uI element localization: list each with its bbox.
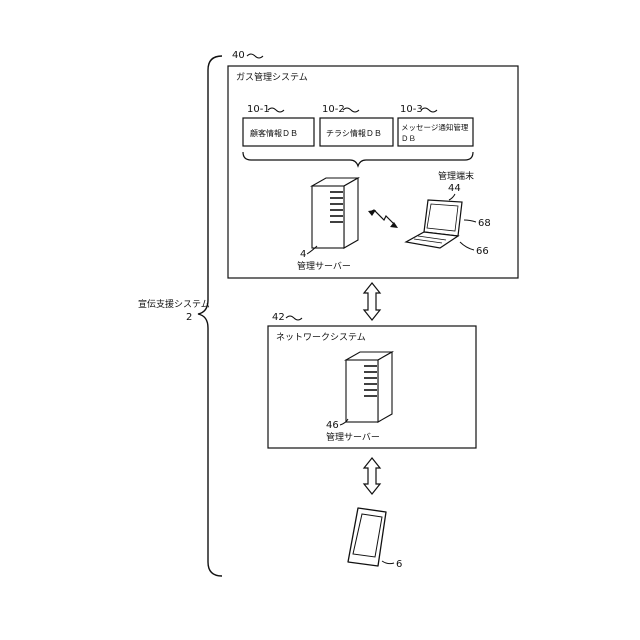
link-arrow-2	[364, 458, 380, 494]
server2-icon	[346, 352, 392, 422]
laptop-icon	[406, 200, 462, 248]
gas-system-number: 40	[232, 50, 245, 61]
link-arrow-1	[364, 283, 380, 320]
db3-label-line2: ＤＢ	[401, 134, 416, 143]
terminal-number: 44	[448, 183, 461, 194]
db3-label-line1: メッセージ通知管理	[401, 122, 469, 132]
db1-leader	[268, 108, 284, 112]
display-leader	[464, 220, 476, 222]
db3-number: 10-3	[400, 104, 423, 115]
phone-number: 6	[396, 559, 402, 570]
gas-system-leader	[247, 54, 263, 58]
keyboard-number: 66	[476, 246, 489, 257]
server1-icon	[312, 178, 358, 248]
network-system-leader	[286, 316, 302, 320]
db2-label: チラシ情報ＤＢ	[326, 128, 382, 138]
gas-system-label: ガス管理システム	[236, 71, 308, 83]
display-number: 68	[478, 218, 491, 229]
server2-number: 46	[326, 420, 339, 431]
db2-number: 10-2	[322, 104, 345, 115]
server1-number: 4	[300, 249, 306, 260]
smartphone-icon	[348, 508, 386, 566]
terminal-label: 管理端末	[438, 170, 474, 182]
network-system-label: ネットワークシステム	[276, 332, 366, 343]
db-group-brace	[243, 152, 473, 166]
db3-leader	[421, 108, 437, 112]
wireless-arrow-head-left	[368, 210, 376, 216]
db1-label: 顧客情報ＤＢ	[250, 128, 298, 138]
wireless-arrow-head-right	[390, 222, 398, 228]
system-brace	[198, 56, 222, 576]
db2-leader	[343, 108, 359, 112]
network-system-number: 42	[272, 312, 285, 323]
db1-number: 10-1	[247, 104, 270, 115]
gas-system-box	[228, 66, 518, 278]
terminal-leader	[449, 194, 455, 200]
promo-system-number: 2	[186, 312, 192, 323]
server1-label: 管理サーバー	[297, 260, 351, 272]
phone-leader	[382, 561, 394, 564]
server2-label: 管理サーバー	[326, 431, 380, 443]
keyboard-leader	[460, 242, 474, 250]
promo-system-label: 宣伝支援システム	[138, 298, 210, 310]
